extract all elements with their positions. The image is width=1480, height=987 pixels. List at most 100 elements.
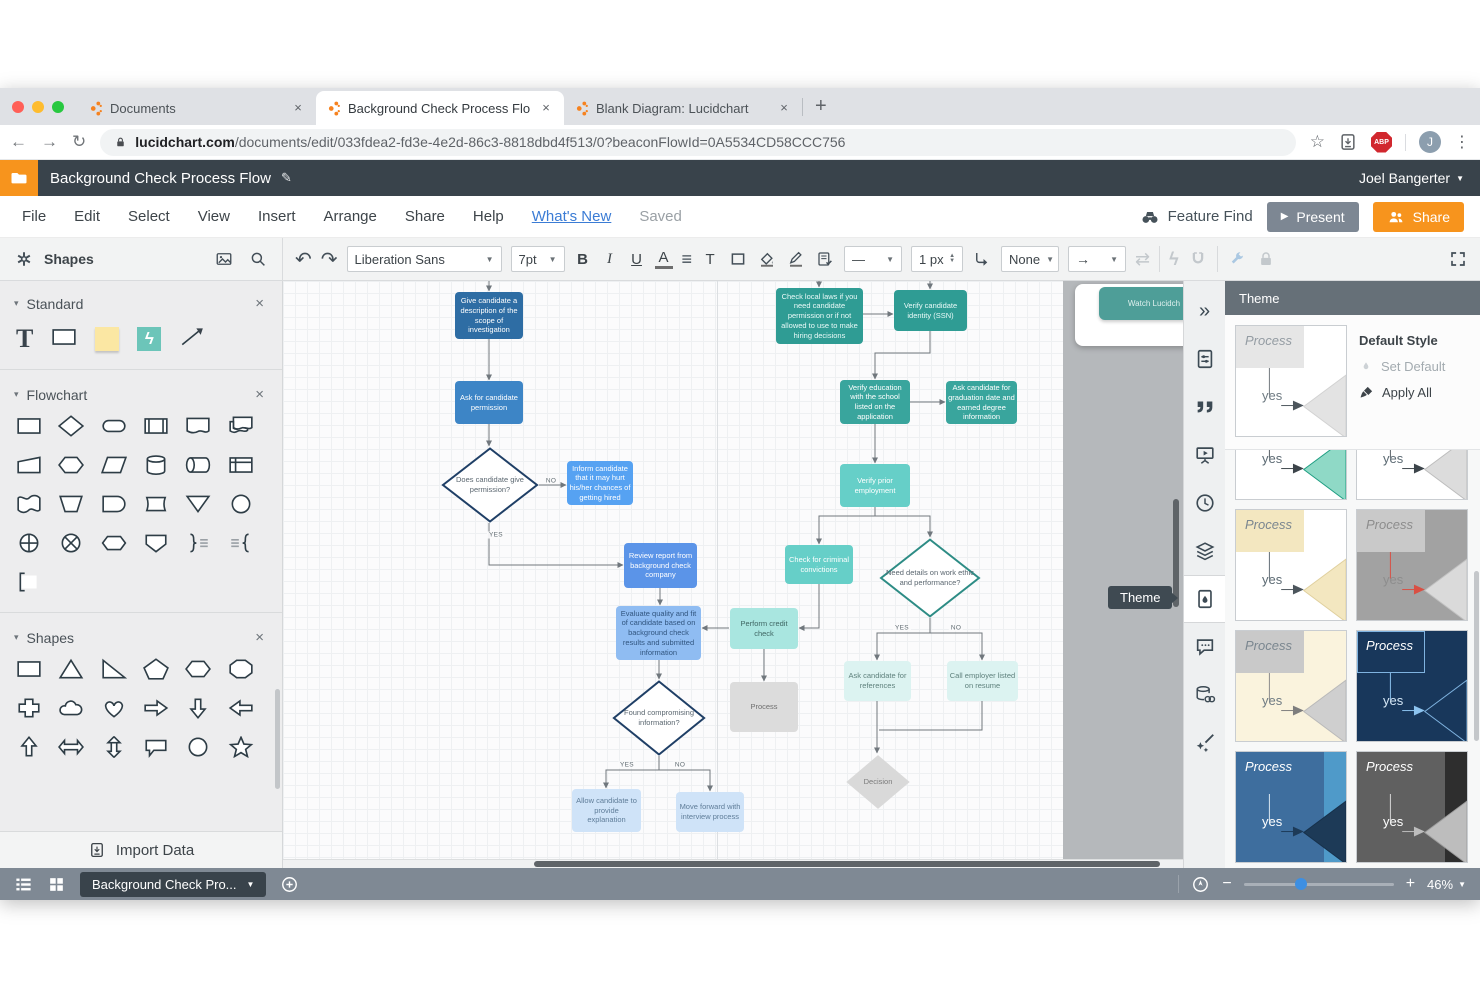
shape-triangle[interactable] [58, 658, 84, 683]
shape-arrow-left[interactable] [228, 697, 254, 722]
flow-connector[interactable] [874, 618, 931, 661]
flow-connector[interactable] [875, 515, 933, 538]
flow-node-ask-graduation[interactable]: Ask candidate for graduation date and ea… [946, 381, 1017, 424]
shape-cloud[interactable] [58, 697, 84, 722]
theme-panel-scrollbar[interactable] [1474, 571, 1479, 741]
shape-heart[interactable] [101, 697, 127, 722]
flow-node-allow-explanation[interactable]: Allow candidate to provide explanation [572, 789, 641, 832]
shape-arrow-left-right[interactable] [58, 736, 84, 761]
shape-database[interactable] [143, 454, 169, 479]
shape-direct-access-storage[interactable] [185, 454, 211, 479]
search-shapes-icon[interactable] [248, 249, 268, 269]
collapse-triangle-icon[interactable]: ▾ [14, 632, 19, 642]
shape-brace-note-left[interactable] [228, 532, 254, 557]
diagram-canvas[interactable]: Watch Lucidch Give candidate a descripti… [283, 281, 1183, 868]
menu-arrange[interactable]: Arrange [323, 208, 377, 225]
flow-node-call-employer[interactable]: Call employer listed on resume [947, 661, 1018, 701]
flow-connector[interactable] [872, 331, 931, 380]
flow-connector[interactable] [816, 515, 875, 545]
section-flowchart[interactable]: ▾ Flowchart × [14, 386, 264, 403]
line-width-stepper[interactable]: 1 px▲▼ [911, 246, 964, 272]
undo-button[interactable]: ↶ [295, 248, 312, 271]
tutorial-card[interactable]: Watch Lucidch [1075, 284, 1183, 346]
adblock-extension-icon[interactable]: ABP [1371, 131, 1392, 153]
collapse-triangle-icon[interactable]: ▾ [14, 298, 19, 308]
maximize-window-button[interactable] [52, 100, 64, 113]
flow-connector[interactable] [879, 701, 983, 731]
tab-background-check[interactable]: Background Check Process Flo × [316, 91, 564, 125]
shape-rectangle[interactable] [51, 326, 77, 351]
shape-manual-operation[interactable] [58, 493, 84, 518]
shape-cross[interactable] [16, 697, 42, 722]
flow-connector[interactable] [930, 632, 985, 661]
flow-node-check-criminal[interactable]: Check for criminal convictions [785, 545, 853, 584]
account-menu[interactable]: Joel Bangerter▼ [1359, 170, 1464, 186]
flow-connector[interactable] [798, 584, 820, 631]
rename-pencil-icon[interactable]: ✎ [280, 170, 292, 185]
tab-documents[interactable]: Documents × [78, 91, 316, 125]
flow-node-evaluate-quality[interactable]: Evaluate quality and fit of candidate ba… [616, 606, 701, 660]
comments-icon[interactable] [1184, 623, 1226, 671]
shape-loop-limit[interactable] [101, 532, 127, 557]
fit-to-screen-icon[interactable] [1191, 875, 1210, 894]
connector-type-icon[interactable] [972, 249, 992, 269]
fullscreen-icon[interactable] [1448, 249, 1468, 269]
page-selector-dropdown[interactable]: Background Check Pro... ▼ [80, 871, 267, 897]
canvas-horizontal-scrollbar[interactable] [534, 861, 1160, 867]
shape-data[interactable] [101, 454, 127, 479]
shape-pentagon[interactable] [143, 658, 169, 683]
shape-callout[interactable] [143, 736, 169, 761]
underline-button[interactable]: U [631, 250, 642, 268]
collapse-triangle-icon[interactable]: ▾ [14, 389, 19, 399]
shape-or[interactable] [16, 532, 42, 557]
zoom-in-button[interactable]: + [1405, 875, 1416, 892]
flow-node-verify-education[interactable]: Verify education with the school listed … [840, 380, 910, 424]
tab-blank-diagram[interactable]: Blank Diagram: Lucidchart × [564, 91, 802, 125]
line-color-icon[interactable] [786, 249, 806, 269]
flow-node-verify-prior-employment[interactable]: Verify prior employment [840, 464, 910, 507]
menu-share[interactable]: Share [404, 208, 445, 225]
stepper-arrows[interactable]: ▲▼ [949, 253, 956, 264]
shape-terminator[interactable] [101, 415, 127, 440]
section-standard[interactable]: ▾ Standard × [14, 295, 264, 312]
shape-process-bolt[interactable]: ϟ [137, 326, 162, 351]
flow-node-process[interactable]: Process [730, 682, 798, 732]
share-button[interactable]: Share [1372, 201, 1464, 232]
section-shapes[interactable]: ▾ Shapes × [14, 629, 264, 646]
flow-node-perform-credit-check[interactable]: Perform credit check [730, 608, 798, 649]
document-settings-icon[interactable] [1184, 335, 1226, 383]
shape-right-triangle[interactable] [101, 658, 127, 683]
close-window-button[interactable] [12, 100, 24, 113]
layers-icon[interactable] [1184, 527, 1226, 575]
shape-manual-input[interactable] [16, 454, 42, 479]
shape-delay[interactable] [101, 493, 127, 518]
zoom-level-dropdown[interactable]: 46%▼ [1427, 876, 1466, 892]
canvas-vertical-scrollbar[interactable] [1173, 499, 1179, 607]
redo-button[interactable]: ↷ [320, 248, 338, 271]
flow-connector[interactable] [603, 756, 660, 789]
flow-node-found-compromising[interactable]: Found compromising information? [612, 680, 706, 756]
close-icon[interactable]: × [255, 295, 264, 312]
shape-brace-note-right[interactable] [185, 532, 211, 557]
shape-flag[interactable] [16, 493, 42, 518]
document-title[interactable]: Background Check Process Flow [50, 169, 271, 187]
shape-multiple-documents[interactable] [228, 415, 254, 440]
watch-tutorial-button[interactable]: Watch Lucidch [1099, 287, 1183, 320]
data-linking-icon[interactable] [1184, 671, 1226, 719]
shapes-gear-icon[interactable] [14, 249, 34, 269]
shape-line-arrow[interactable] [179, 326, 205, 351]
shape-arrow-right[interactable] [143, 697, 169, 722]
shape-arrow-down[interactable] [185, 697, 211, 722]
shape-bracket[interactable] [16, 571, 42, 596]
close-tab-icon[interactable]: × [294, 100, 302, 115]
shape-connector[interactable] [228, 493, 254, 518]
shape-circle[interactable] [185, 736, 211, 761]
flow-node-ask-permission[interactable]: Ask for candidate permission [455, 381, 523, 424]
zoom-out-button[interactable]: − [1222, 875, 1232, 892]
shape-off-page-connector[interactable] [143, 532, 169, 557]
fill-color-icon[interactable] [757, 249, 777, 269]
